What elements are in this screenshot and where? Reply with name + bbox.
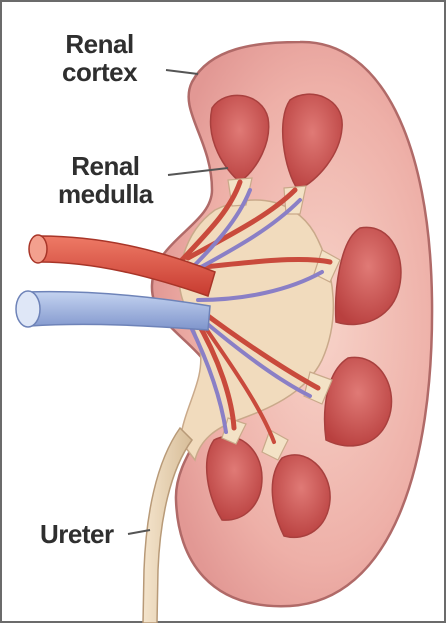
renal-cortex-label: Renal cortex xyxy=(62,30,137,86)
renal-cortex-label-line2: cortex xyxy=(62,58,137,86)
ureter-label-text: Ureter xyxy=(40,520,114,548)
renal-medulla-label-line1: Renal xyxy=(58,152,153,180)
renal-medulla-label: Renal medulla xyxy=(58,152,153,208)
renal-medulla-label-line2: medulla xyxy=(58,180,153,208)
ureter-label: Ureter xyxy=(40,520,114,548)
renal-cortex-label-line1: Renal xyxy=(62,30,137,58)
